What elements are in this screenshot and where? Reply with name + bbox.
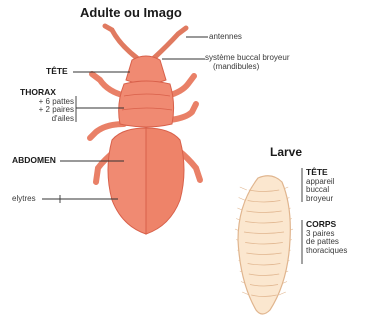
label-elytres: elytres xyxy=(12,195,36,203)
label-systeme-buccal: système buccal broyeur (mandibules) xyxy=(205,54,289,72)
larva-hair xyxy=(239,198,246,201)
adult-title: Adulte ou Imago xyxy=(80,6,182,20)
larva-hair xyxy=(240,187,247,190)
adult-beetle xyxy=(90,26,200,234)
beetle-head xyxy=(126,56,166,84)
label-larva-tete: TÊTE appareil buccal broyeur xyxy=(306,168,334,204)
label-larva-corps-line-3: thoraciques xyxy=(306,247,347,256)
beetle-elytra-left xyxy=(108,128,146,234)
label-thorax: THORAX + 6 pattes + 2 paires d'ailes xyxy=(20,88,74,124)
label-larva-tete-line-3: broyeur xyxy=(306,195,334,204)
beetle-thorax xyxy=(119,81,174,127)
label-systeme-line-2: (mandibules) xyxy=(205,63,289,72)
label-thorax-line-3: d'ailes xyxy=(20,115,74,124)
label-abdomen: ABDOMEN xyxy=(12,156,56,165)
larva-title: Larve xyxy=(270,146,302,159)
larva-hair xyxy=(279,292,286,295)
label-antennes: antennes xyxy=(209,33,242,41)
beetle-elytra-right xyxy=(146,128,184,234)
label-tete-adult: TÊTE xyxy=(46,67,68,76)
beetle-antenna-left xyxy=(105,26,137,58)
label-larva-corps: CORPS 3 paires de pattes thoraciques xyxy=(306,220,347,256)
larva xyxy=(235,176,293,314)
beetle-antenna-right xyxy=(154,28,186,58)
